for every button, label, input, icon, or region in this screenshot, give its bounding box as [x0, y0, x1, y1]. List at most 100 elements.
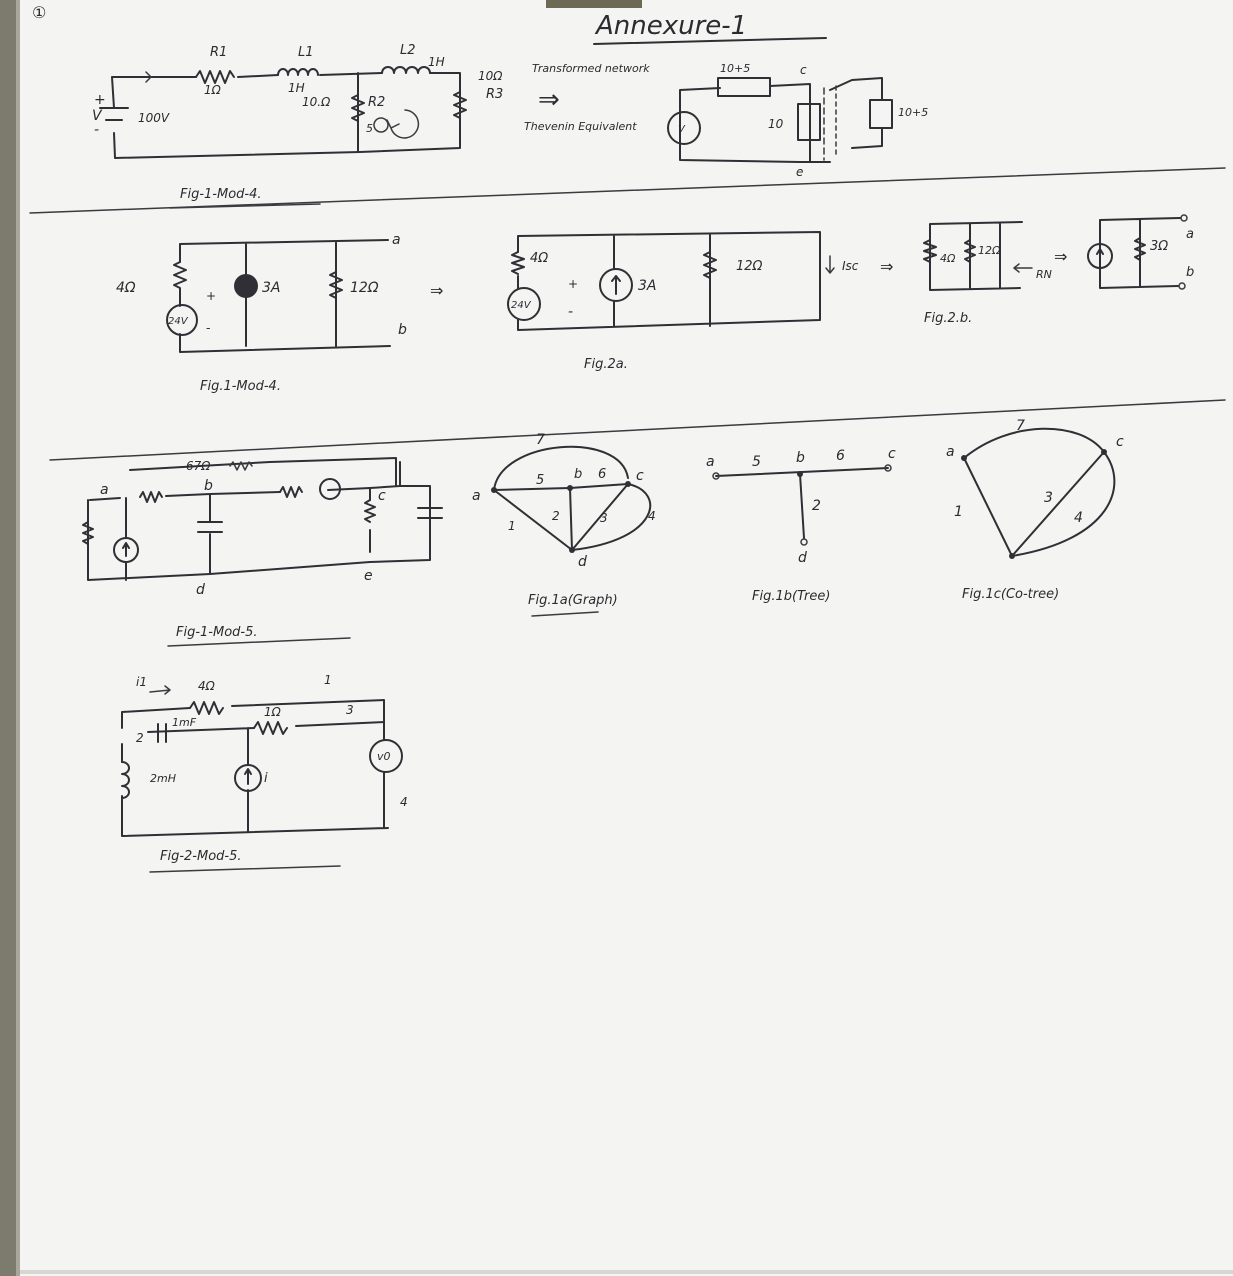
thevenin-series-resistor	[717, 77, 771, 97]
norton-node-a-label: a	[1186, 227, 1194, 242]
fig-2a-minus: -	[568, 304, 573, 320]
cotree-label-7: 7	[1016, 418, 1025, 434]
cotree-node-d	[1009, 553, 1015, 559]
r12-label: 12Ω	[350, 280, 379, 296]
source-transform-arrow: ⇒	[430, 281, 443, 300]
tree-edge-2	[799, 473, 805, 539]
fig-1c-caption: Fig.1c(Co-tree)	[962, 587, 1059, 602]
fig-2b-r4-label: 4Ω	[940, 252, 956, 265]
node-b-label: b	[398, 322, 407, 338]
graph-label-a: a	[472, 488, 481, 504]
mod5b-i1-label: i1	[136, 675, 147, 689]
graph-label-5: 5	[536, 473, 544, 488]
transformed-network-label: Transformed network	[532, 62, 650, 75]
graph-label-7: 7	[536, 432, 545, 448]
fig-2a-r12-label: 12Ω	[736, 259, 763, 274]
fig-1-mod-5-circuit	[82, 457, 443, 581]
mod5b-current-source	[234, 764, 262, 792]
node-a-label: a	[392, 232, 401, 248]
cotree-node-a	[961, 455, 967, 461]
cotree-label-4: 4	[1074, 510, 1083, 526]
r4-label: 4Ω	[116, 280, 136, 296]
graph-label-4: 4	[648, 509, 656, 523]
fig-2b-circuit	[923, 214, 1188, 291]
mod5b-wires	[121, 699, 389, 837]
fig-2a-r4-label: 4Ω	[530, 251, 548, 266]
tree-node-c	[884, 464, 892, 472]
mod5-resistor-left	[82, 521, 94, 545]
graph-edge-3	[571, 483, 629, 551]
mod5b-node-1: 1	[324, 673, 332, 687]
title-underline	[593, 37, 827, 45]
node-e-label: e	[796, 165, 803, 179]
norton-resistor	[1134, 237, 1146, 261]
mod5-current-source	[113, 537, 139, 563]
resistor-r3	[453, 91, 467, 119]
tree-label-a: a	[706, 454, 715, 470]
fig-2-mod-5-caption-underline	[149, 865, 341, 873]
graph-node-c	[625, 481, 631, 487]
thevenin-source-label: V	[678, 124, 686, 135]
mod5b-inductor	[121, 761, 130, 799]
left-binding-strip	[0, 0, 16, 1276]
mod5-current-arrow	[122, 542, 130, 557]
fig-1-mod-4-circuit	[99, 66, 467, 159]
mod5-node-c: c	[378, 488, 386, 504]
fig-2a-plus: +	[568, 277, 578, 291]
norton-terminal-b	[1178, 282, 1186, 290]
source-circuit-wires	[179, 239, 391, 353]
fig-1a-graph	[491, 445, 652, 553]
fig-2b-rn-arrow	[1013, 263, 1033, 273]
r3-label: R3	[486, 87, 503, 102]
loop-source-circle	[373, 117, 389, 133]
fig-2a-current-arrow	[611, 275, 621, 295]
norton-node-b-label: b	[1186, 265, 1194, 280]
mod5-wires	[87, 457, 431, 581]
voltage-source	[99, 107, 129, 121]
mod5b-node-4: 4	[400, 795, 408, 809]
mod5b-voltage-source	[369, 739, 403, 773]
top-tab	[546, 0, 642, 8]
tree-label-6: 6	[836, 448, 845, 464]
resistor-4-ohm	[173, 261, 187, 293]
source-minus: -	[94, 122, 99, 138]
resistor-12-ohm	[329, 271, 343, 299]
mod5b-node-3: 3	[346, 703, 354, 717]
load-r-label: 10+5	[898, 106, 928, 119]
graph-label-d: d	[578, 554, 587, 570]
fig-2a-caption: Fig.2a.	[584, 357, 628, 372]
mod5b-capacitor	[157, 723, 167, 743]
mod5-capacitor-bd	[197, 521, 223, 533]
mod5b-r1-label: 1Ω	[264, 705, 282, 719]
graph-label-6: 6	[598, 467, 606, 482]
r1-label: R1	[210, 45, 227, 60]
mod5-node-e: e	[364, 568, 373, 584]
graph-label-1: 1	[508, 519, 516, 533]
r1-value: 1Ω	[204, 83, 222, 97]
tree-node-a	[712, 472, 720, 480]
norton-r3-label: 3Ω	[1150, 239, 1168, 254]
minus-label: -	[206, 321, 210, 335]
mod5-resistor-bc	[279, 486, 303, 498]
graph-label-2: 2	[552, 509, 560, 523]
page-title: Annexure-1	[594, 11, 747, 41]
cotree-label-c: c	[1116, 434, 1124, 450]
r2-label: R2	[368, 95, 385, 110]
fig-2b-arrow: ⇒	[1054, 247, 1067, 266]
fig-1a-caption-underline	[531, 611, 599, 617]
mod5b-c1-label: 1mF	[172, 716, 197, 729]
loop-label: 5	[366, 122, 373, 135]
tree-node-b	[797, 471, 803, 477]
fig-1-mod-4-source-circuit	[166, 239, 391, 353]
fig-1-mod-4-caption: Fig-1-Mod-4.	[180, 187, 262, 202]
mod5b-resistor-4	[189, 701, 224, 715]
fig-2b-r12-label: 12Ω	[978, 244, 1001, 257]
cotree-edge-1	[963, 457, 1013, 557]
mod5-top-resistor	[229, 461, 253, 471]
graph-edge-2	[569, 487, 573, 551]
tree-label-d: d	[798, 550, 807, 566]
r3-value: 10Ω	[478, 69, 503, 83]
fig-2a-i3-label: 3A	[638, 278, 656, 294]
